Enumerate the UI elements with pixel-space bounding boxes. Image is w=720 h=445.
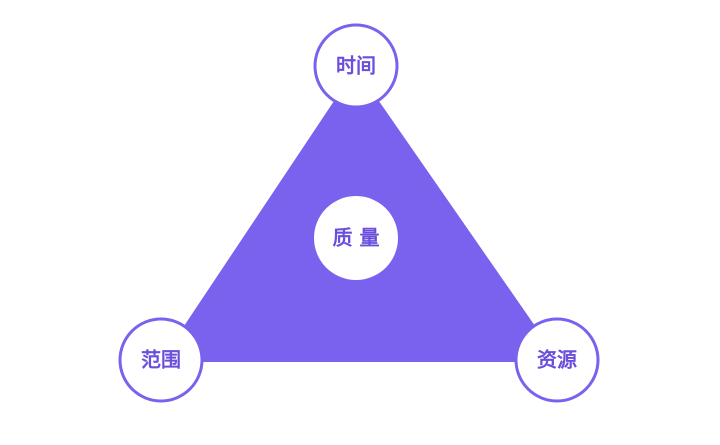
center-circle [314, 196, 398, 280]
right-node-circle [514, 317, 600, 403]
right-node-label: 资源 [537, 348, 577, 372]
left-node-label: 范围 [141, 348, 181, 372]
center-label: 质 量 [333, 226, 380, 250]
left-node-circle [118, 317, 204, 403]
top-node-circle [313, 23, 399, 109]
top-node-label: 时间 [336, 54, 376, 78]
